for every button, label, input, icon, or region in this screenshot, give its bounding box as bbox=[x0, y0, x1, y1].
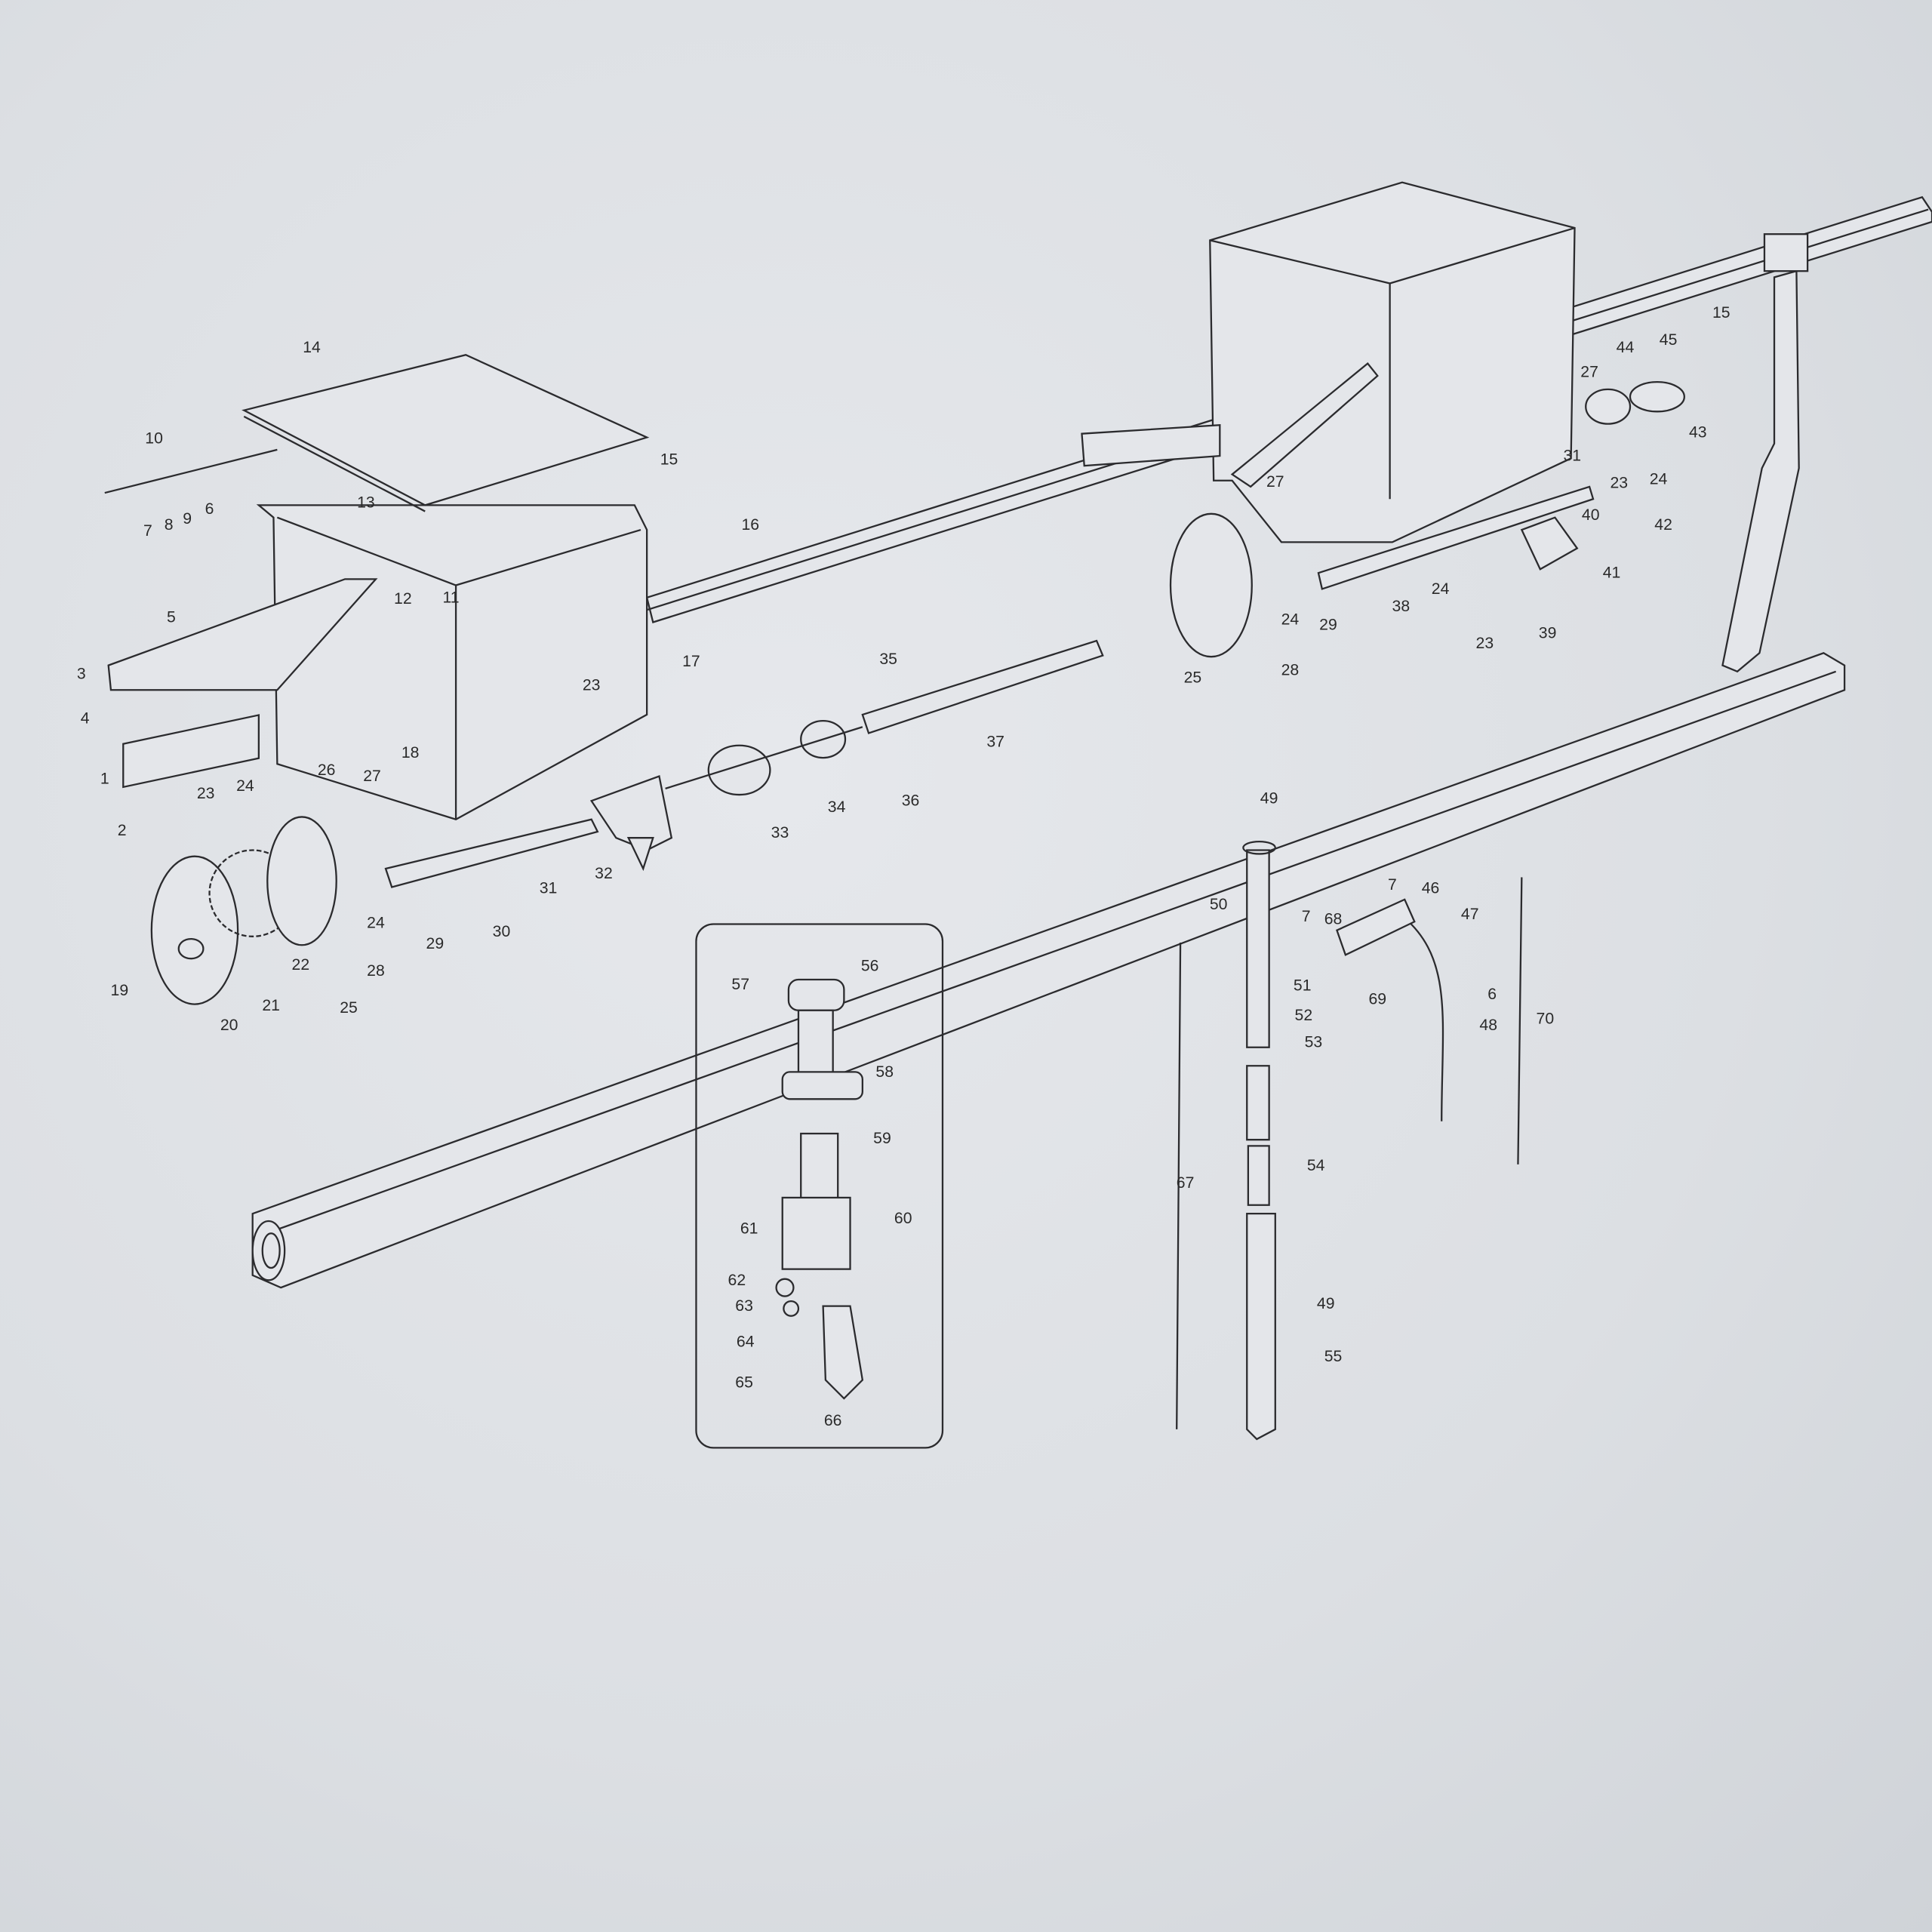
part-callout: 31 bbox=[540, 880, 558, 897]
part-callout: 23 bbox=[1476, 635, 1494, 652]
part-callout: 67 bbox=[1177, 1174, 1195, 1192]
part-callout: 26 bbox=[318, 761, 336, 779]
part-callout: 2 bbox=[118, 822, 127, 839]
part-callout: 16 bbox=[741, 516, 759, 534]
part-callout: 7 bbox=[143, 522, 152, 540]
part-callout: 66 bbox=[824, 1412, 842, 1429]
part-callout: 22 bbox=[292, 956, 310, 974]
part-callout: 13 bbox=[357, 494, 375, 512]
upright-frame bbox=[1721, 233, 1809, 673]
part-callout: 62 bbox=[728, 1272, 746, 1289]
part-callout: 9 bbox=[183, 510, 192, 528]
part-callout: 28 bbox=[1281, 662, 1300, 679]
right-hopper bbox=[1081, 181, 1685, 658]
part-callout: 46 bbox=[1422, 880, 1440, 897]
part-callout: 41 bbox=[1603, 565, 1621, 582]
part-callout: 70 bbox=[1537, 1011, 1555, 1028]
part-callout: 18 bbox=[401, 744, 420, 761]
part-callout: 43 bbox=[1689, 424, 1707, 441]
part-callout: 54 bbox=[1307, 1157, 1325, 1174]
part-callout: 50 bbox=[1210, 896, 1228, 913]
part-callout: 34 bbox=[828, 798, 846, 816]
part-callout: 28 bbox=[367, 962, 385, 980]
inset-metering-unit bbox=[695, 923, 944, 1449]
left-hopper bbox=[104, 353, 650, 820]
left-drive-wheels bbox=[150, 775, 673, 1005]
part-callout: 1 bbox=[100, 770, 109, 787]
part-callout: 23 bbox=[1611, 475, 1629, 492]
part-callout: 21 bbox=[262, 997, 280, 1014]
part-callout: 42 bbox=[1654, 516, 1672, 534]
part-callout: 24 bbox=[1650, 471, 1668, 488]
part-callout: 14 bbox=[303, 339, 321, 356]
part-callout: 12 bbox=[394, 590, 412, 608]
ground-rail bbox=[251, 652, 1846, 1289]
part-callout: 35 bbox=[879, 651, 897, 668]
part-callout: 23 bbox=[197, 785, 215, 802]
part-callout: 10 bbox=[145, 430, 163, 448]
part-callout: 55 bbox=[1324, 1348, 1343, 1365]
part-callout: 39 bbox=[1539, 625, 1557, 642]
part-callout: 49 bbox=[1317, 1295, 1335, 1312]
part-callout: 25 bbox=[340, 999, 358, 1017]
part-callout: 23 bbox=[583, 676, 601, 694]
part-callout: 11 bbox=[443, 589, 460, 606]
part-callout: 6 bbox=[1487, 986, 1497, 1003]
part-callout: 57 bbox=[731, 976, 749, 993]
part-callout: 38 bbox=[1392, 598, 1411, 615]
part-callout: 61 bbox=[740, 1220, 758, 1237]
part-callout: 7 bbox=[1302, 908, 1311, 925]
part-callout: 24 bbox=[1432, 580, 1450, 598]
part-callout: 3 bbox=[77, 666, 86, 683]
part-callout: 25 bbox=[1184, 669, 1202, 686]
part-callout: 37 bbox=[986, 733, 1004, 750]
part-callout: 24 bbox=[367, 914, 385, 931]
drive-shafts bbox=[665, 639, 1104, 796]
part-callout: 27 bbox=[1266, 473, 1284, 491]
part-callout: 68 bbox=[1324, 910, 1343, 928]
part-callout: 45 bbox=[1660, 331, 1678, 349]
part-callout: 20 bbox=[220, 1017, 238, 1034]
part-callout: 64 bbox=[737, 1333, 755, 1350]
part-callout: 59 bbox=[873, 1130, 891, 1147]
part-callout: 30 bbox=[493, 923, 511, 940]
part-callout: 52 bbox=[1295, 1007, 1313, 1024]
part-callout: 15 bbox=[660, 451, 678, 469]
part-callout: 8 bbox=[165, 516, 174, 534]
part-callout: 24 bbox=[236, 777, 254, 795]
coulter-tube bbox=[1176, 840, 1523, 1441]
part-callout: 63 bbox=[735, 1297, 753, 1315]
part-callout: 33 bbox=[771, 824, 789, 841]
part-callout: 47 bbox=[1461, 906, 1479, 923]
part-callout: 36 bbox=[902, 792, 920, 810]
part-callout: 5 bbox=[167, 608, 176, 626]
part-callout: 29 bbox=[1319, 616, 1337, 633]
part-callout: 24 bbox=[1281, 611, 1300, 629]
part-callout: 69 bbox=[1369, 991, 1387, 1008]
part-callout: 60 bbox=[894, 1210, 912, 1227]
part-callout: 27 bbox=[1580, 364, 1598, 381]
part-callout: 27 bbox=[363, 768, 381, 785]
part-callout: 56 bbox=[861, 958, 879, 975]
part-callout: 48 bbox=[1479, 1017, 1497, 1034]
part-callout: 44 bbox=[1617, 339, 1635, 356]
part-callout: 53 bbox=[1305, 1034, 1323, 1051]
part-callout: 7 bbox=[1388, 876, 1397, 894]
part-callout: 40 bbox=[1582, 506, 1600, 524]
part-callout: 65 bbox=[735, 1374, 753, 1391]
part-callout: 17 bbox=[682, 653, 700, 670]
part-callout: 31 bbox=[1563, 448, 1581, 465]
part-callout: 19 bbox=[111, 982, 129, 999]
part-callout: 6 bbox=[205, 500, 214, 518]
part-callout: 32 bbox=[595, 865, 613, 882]
part-callout: 49 bbox=[1260, 789, 1278, 807]
part-callout: 58 bbox=[875, 1063, 894, 1081]
part-callout: 15 bbox=[1712, 304, 1730, 321]
part-callout: 51 bbox=[1294, 977, 1312, 995]
part-callout: 4 bbox=[81, 709, 90, 727]
part-callout: 29 bbox=[426, 935, 445, 952]
